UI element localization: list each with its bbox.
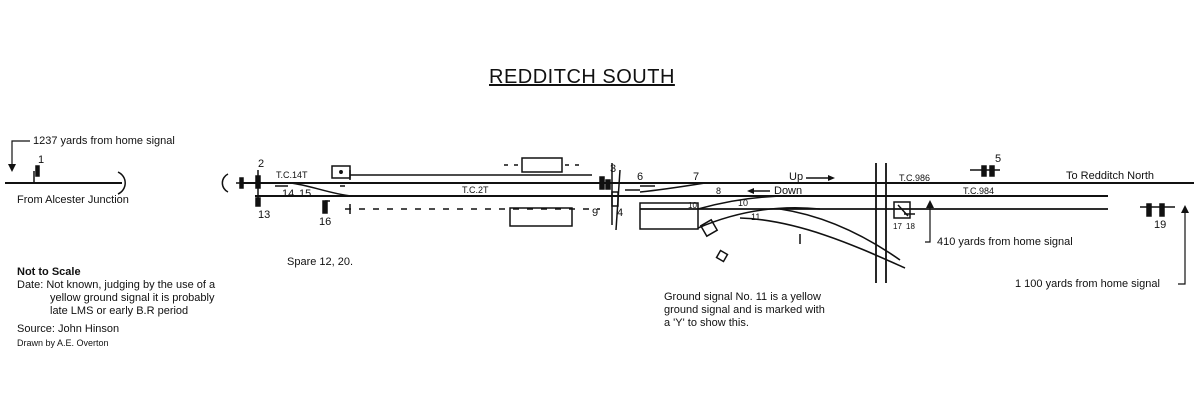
lever-19: 19 — [1154, 219, 1167, 231]
lever-9: 9 — [592, 207, 599, 219]
distance-label-1100: 1 100 yards from home signal — [1015, 278, 1160, 290]
lever-2: 2 — [258, 158, 265, 170]
lever-5: 5 — [995, 153, 1002, 165]
lever-17: 17 — [893, 222, 902, 231]
drawn-by: Drawn by A.E. Overton — [17, 338, 109, 348]
source-note: Source: John Hinson — [17, 323, 120, 335]
spare-levers: Spare 12, 20. — [287, 256, 354, 268]
lever-13: 13 — [258, 209, 271, 221]
lever-16: 16 — [319, 216, 332, 228]
track-circuit-2t: T.C.2T — [462, 185, 489, 195]
distance-label-410: 410 yards from home signal — [937, 236, 1073, 248]
date-line-3: late LMS or early B.R period — [50, 305, 189, 317]
track-circuit-14t: T.C.14T — [276, 170, 308, 180]
goods-shed-upper — [521, 157, 563, 173]
warehouse — [639, 202, 699, 230]
distance-arrow-1100 — [1178, 210, 1186, 285]
lever-18: 18 — [906, 222, 915, 231]
from-label: From Alcester Junction — [17, 194, 129, 206]
lever-10a: 10 — [688, 201, 697, 210]
buffer-stop-main — [221, 173, 229, 193]
date-line-2: yellow ground signal it is probably — [50, 292, 215, 304]
ground-note-1: Ground signal No. 11 is a yellow — [664, 291, 821, 303]
lever-3: 3 — [610, 163, 617, 175]
direction-up: Up — [789, 171, 804, 183]
not-to-scale: Not to Scale — [17, 266, 81, 278]
distance-arrow-410 — [925, 205, 931, 243]
lever-7: 7 — [693, 171, 700, 183]
lever-15: 15 — [299, 188, 312, 200]
page-title: REDDITCH SOUTH — [489, 66, 675, 88]
track-circuit-986: T.C.986 — [899, 173, 931, 183]
lever-6: 6 — [637, 171, 644, 183]
ground-note-2: ground signal and is marked with — [664, 304, 825, 316]
buffer-stop-left — [117, 171, 126, 195]
ground-note-3: a 'Y' to show this. — [664, 317, 749, 329]
date-line-1: Date: Not known, judging by the use of a — [17, 279, 216, 291]
direction-down: Down — [774, 185, 803, 197]
lever-11: 11 — [751, 212, 761, 222]
lever-1: 1 — [38, 154, 45, 166]
lever-14: 14 — [282, 188, 295, 200]
distance-arrow-left — [11, 140, 30, 168]
lever-8: 8 — [716, 186, 722, 196]
track-circuit-984: T.C.984 — [963, 186, 995, 196]
ground-frame-box — [331, 165, 351, 179]
distance-label-left: 1237 yards from home signal — [33, 135, 175, 147]
goods-shed-lower — [509, 207, 573, 227]
to-label: To Redditch North — [1066, 170, 1155, 182]
lever-4: 4 — [617, 207, 624, 219]
lever-10b: 10 — [738, 198, 749, 208]
